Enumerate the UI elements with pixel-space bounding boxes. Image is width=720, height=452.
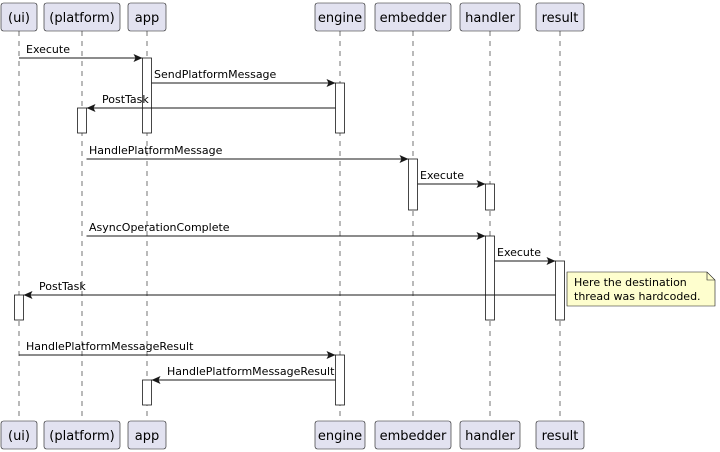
message-handleplatformmessageresult: HandlePlatformMessageResult — [19, 340, 336, 359]
participant-embedder-bottom: embedder — [374, 420, 452, 450]
participant-handler-top: handler — [459, 2, 521, 32]
participant-label: handler — [465, 429, 515, 444]
message-execute: Execute — [417, 169, 486, 188]
message-execute: Execute — [494, 246, 556, 265]
participant-label: handler — [465, 11, 515, 26]
message-sendplatformmessage: SendPlatformMessage — [151, 68, 336, 87]
participant-label: (ui) — [8, 11, 30, 26]
participant-app-top: app — [127, 2, 167, 32]
message-label: HandlePlatformMessageResult — [26, 340, 194, 353]
note-fold — [706, 272, 715, 281]
message-label: Execute — [497, 246, 541, 259]
participant-app-bottom: app — [127, 420, 167, 450]
participant-handler-bottom: handler — [459, 420, 521, 450]
message-label: Execute — [420, 169, 464, 182]
participant-label: (ui) — [8, 429, 30, 444]
participant-box — [127, 2, 167, 32]
participant-box — [535, 420, 585, 450]
participant-box — [127, 420, 167, 450]
participant-box — [43, 420, 121, 450]
note-box — [566, 271, 716, 307]
participant-label: (platform) — [49, 11, 114, 26]
participant-label: embedder — [380, 429, 447, 444]
message-label: Execute — [26, 43, 70, 56]
participant-label: app — [135, 11, 159, 26]
message-label: PostTask — [102, 93, 149, 106]
participant-engine-bottom: engine — [314, 420, 366, 450]
participants: (ui) (ui) (platform) (platform) app app engine… — [0, 2, 585, 450]
participant-label: app — [135, 429, 159, 444]
participant-label: embedder — [380, 11, 447, 26]
participant-embedder-top: embedder — [374, 2, 452, 32]
message-posttask: PostTask — [23, 280, 556, 299]
participant-label: (platform) — [49, 429, 114, 444]
activation-bar-platform — [77, 107, 87, 134]
message-label: AsyncOperationComplete — [89, 221, 230, 234]
participant-ui-bottom: (ui) — [0, 420, 38, 450]
message-label: HandlePlatformMessage — [89, 144, 223, 157]
activation-bar-embedder — [408, 158, 418, 211]
activation-bar-result — [555, 260, 565, 321]
activation-bar-app — [142, 57, 152, 134]
activation-bar-engine — [335, 354, 345, 406]
message-posttask: PostTask — [86, 93, 336, 112]
activation-bar-handler — [485, 235, 495, 321]
activation-bar-engine — [335, 82, 345, 134]
participant-box — [374, 420, 452, 450]
note-text-line: thread was hardcoded. — [574, 290, 701, 303]
participant-result-bottom: result — [535, 420, 585, 450]
message-handleplatformmessage: HandlePlatformMessage — [86, 144, 409, 163]
participant-label: engine — [318, 11, 362, 26]
participant-platform-bottom: (platform) — [43, 420, 121, 450]
activation-bar-ui — [14, 294, 24, 321]
participant-box — [459, 420, 521, 450]
messages: ExecuteSendPlatformMessagePostTaskHandle… — [19, 43, 556, 384]
participant-box — [314, 420, 366, 450]
activation-bar-app — [142, 379, 152, 406]
message-label: PostTask — [39, 280, 86, 293]
activation-bar-handler — [485, 183, 495, 211]
participant-platform-top: (platform) — [43, 2, 121, 32]
participant-label: result — [542, 11, 579, 26]
message-handleplatformmessageresult: HandlePlatformMessageResult — [151, 365, 336, 384]
participant-box — [43, 2, 121, 32]
participant-box — [0, 2, 38, 32]
note-text-line: Here the destination — [574, 276, 687, 289]
participant-label: engine — [318, 429, 362, 444]
participant-box — [374, 2, 452, 32]
participant-engine-top: engine — [314, 2, 366, 32]
message-asyncoperationcomplete: AsyncOperationComplete — [86, 221, 486, 240]
message-label: HandlePlatformMessageResult — [167, 365, 335, 378]
participant-box — [535, 2, 585, 32]
participant-box — [0, 420, 38, 450]
participant-box — [314, 2, 366, 32]
participant-result-top: result — [535, 2, 585, 32]
participant-label: result — [542, 429, 579, 444]
message-label: SendPlatformMessage — [154, 68, 277, 81]
activation-bars — [14, 57, 565, 406]
participant-box — [459, 2, 521, 32]
message-execute: Execute — [19, 43, 143, 62]
participant-ui-top: (ui) — [0, 2, 38, 32]
